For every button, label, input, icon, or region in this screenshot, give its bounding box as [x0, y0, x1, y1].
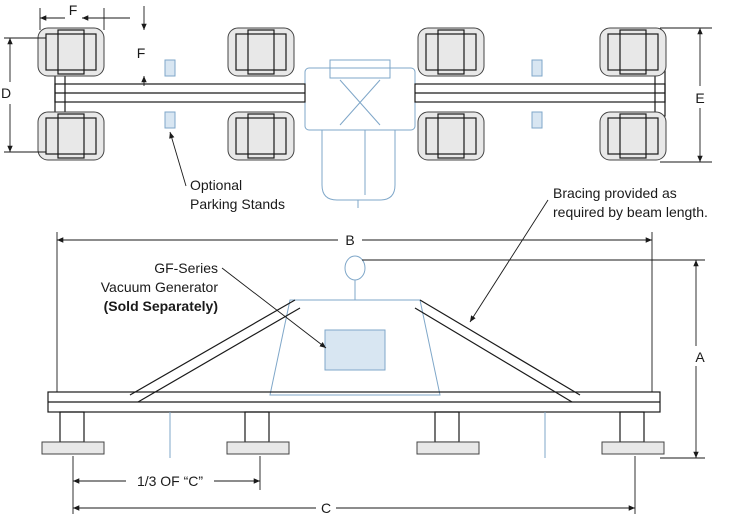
- generator-line1: GF-Series: [154, 260, 218, 276]
- parking-stands-line2: Parking Stands: [190, 196, 285, 212]
- side-bracing: [129, 299, 581, 403]
- generator-line3: (Sold Separately): [104, 298, 218, 314]
- bracing-line1: Bracing provided as: [553, 185, 677, 201]
- side-view: B A 1/3 OF “C” C Bracing provid: [41, 185, 708, 516]
- top-view: F F D E Optional Parking Stands: [1, 2, 712, 212]
- top-main-beam: [54, 69, 666, 117]
- side-pads: [41, 411, 665, 455]
- top-pad-3: [227, 27, 295, 77]
- dim-f-horizontal: F: [39, 2, 130, 30]
- dim-f-vertical: F: [137, 6, 147, 86]
- dim-b: B: [56, 232, 653, 392]
- callout-parking-stands: Optional Parking Stands: [169, 131, 285, 212]
- label-d: D: [1, 85, 11, 101]
- label-a: A: [695, 349, 705, 365]
- side-pad-3: [416, 411, 480, 455]
- label-b: B: [345, 232, 354, 248]
- top-pad-4: [227, 111, 295, 161]
- side-pad-4: [601, 411, 665, 455]
- dim-c: C: [73, 456, 636, 516]
- side-parking-stands: [169, 412, 546, 458]
- side-generator: [269, 255, 441, 396]
- side-pad-2: [226, 411, 290, 455]
- generator-line2: Vacuum Generator: [101, 279, 219, 295]
- side-main-beam: [47, 391, 661, 413]
- top-pad-1: [37, 27, 105, 77]
- dim-d: D: [1, 37, 46, 153]
- dim-a: A: [362, 259, 705, 459]
- top-pad-8: [599, 111, 667, 161]
- callout-generator: GF-Series Vacuum Generator (Sold Separat…: [101, 260, 327, 349]
- label-f-vertical: F: [137, 45, 146, 61]
- side-pad-1: [41, 411, 105, 455]
- dim-third-c: 1/3 OF “C”: [72, 456, 261, 514]
- top-pads: [37, 27, 667, 161]
- parking-stands-line1: Optional: [190, 177, 242, 193]
- top-generator-outline: [304, 59, 416, 208]
- dim-e: E: [660, 27, 712, 163]
- top-pad-5: [417, 27, 485, 77]
- top-pad-2: [37, 111, 105, 161]
- label-third-c: 1/3 OF “C”: [137, 473, 203, 489]
- callout-bracing: Bracing provided as required by beam len…: [469, 185, 708, 323]
- label-f-horizontal: F: [69, 2, 78, 18]
- top-pad-6: [417, 111, 485, 161]
- label-e: E: [695, 90, 704, 106]
- top-pad-7: [599, 27, 667, 77]
- label-c: C: [321, 500, 331, 516]
- bracing-line2: required by beam length.: [553, 204, 708, 220]
- top-parking-stands: [164, 59, 543, 129]
